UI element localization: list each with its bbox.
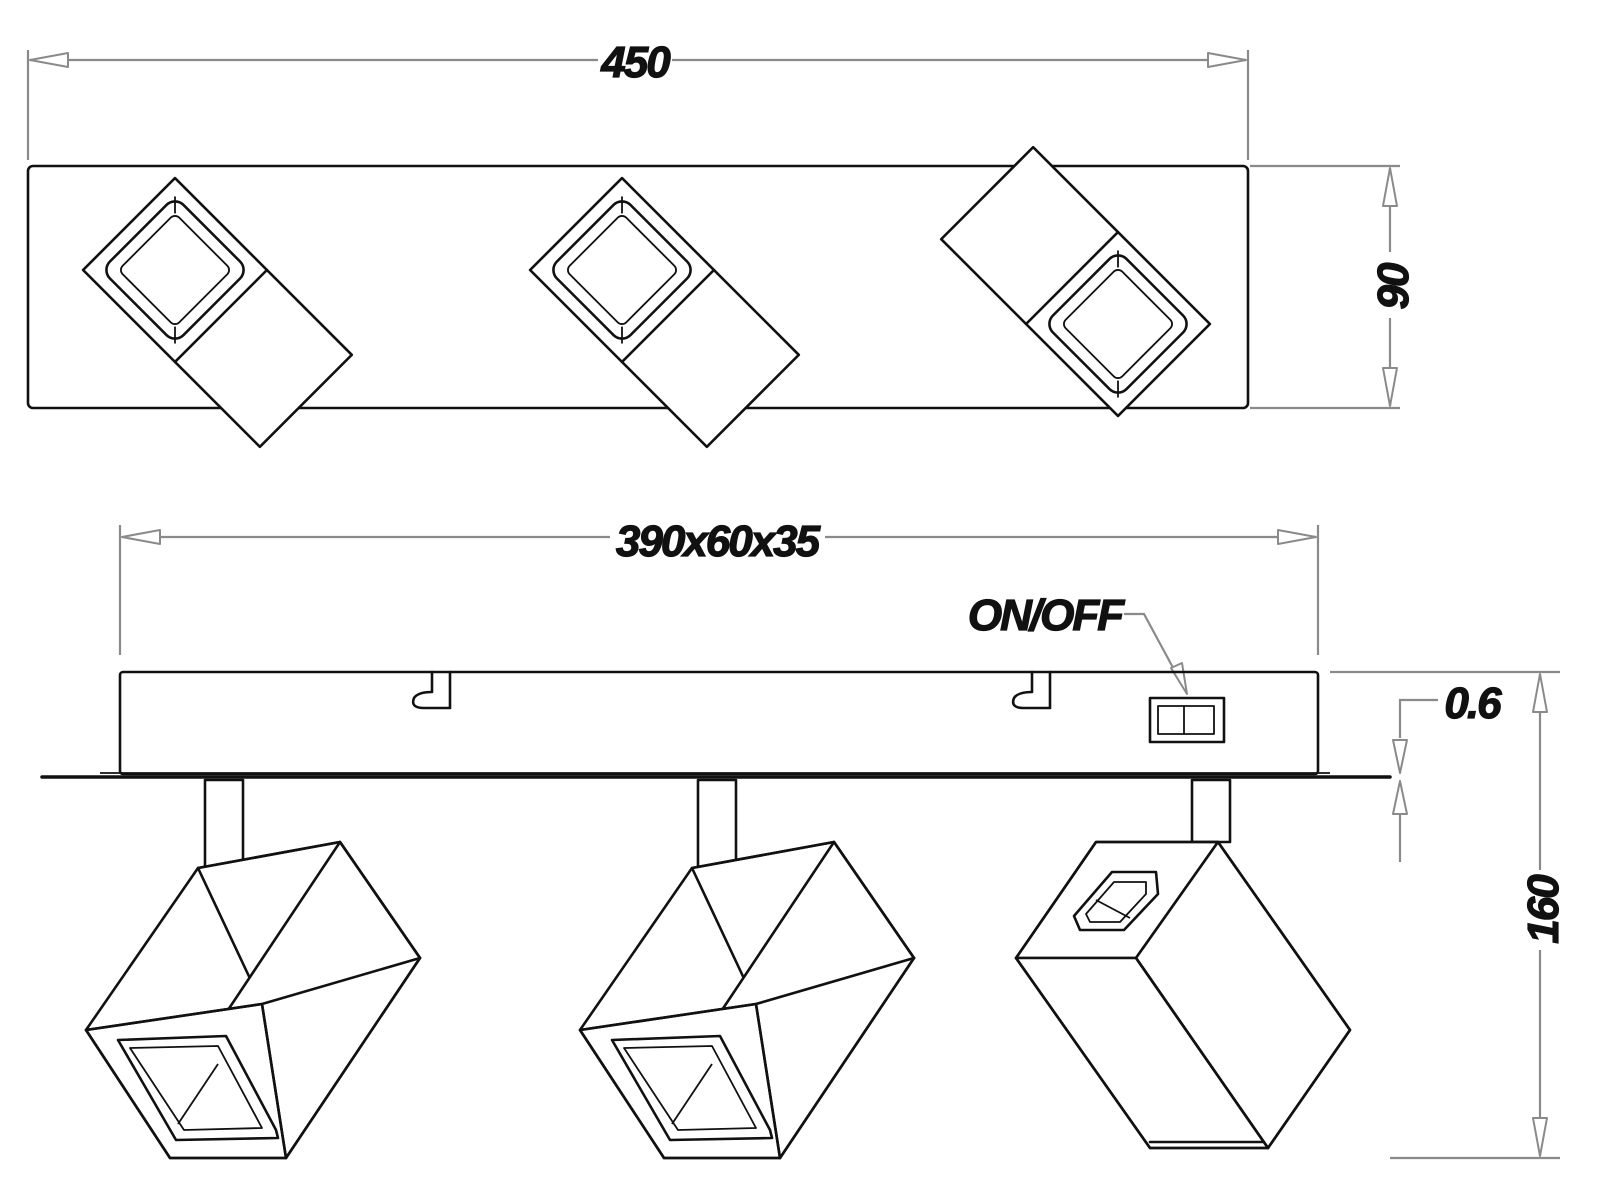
spot-top-1 bbox=[81, 176, 354, 449]
dimension-base-390x60x35: 390x60x35 bbox=[118, 516, 1320, 655]
dimension-width-450: 450 bbox=[26, 37, 1250, 160]
spot-front-2 bbox=[578, 778, 916, 1160]
top-view: 450 90 bbox=[26, 37, 1419, 449]
front-view: 390x60x35 ON/OFF 0.6 bbox=[40, 516, 1569, 1160]
plate-thickness-label: 0.6 bbox=[1444, 679, 1502, 728]
width-label: 450 bbox=[600, 38, 671, 87]
switch-label: ON/OFF bbox=[968, 591, 1125, 640]
backplate-top bbox=[26, 164, 1250, 410]
spot-top-3 bbox=[939, 145, 1212, 418]
base-housing bbox=[118, 670, 1320, 776]
on-off-switch bbox=[1148, 696, 1226, 744]
dimension-height-160: 160 bbox=[1330, 670, 1569, 1160]
spot-front-1 bbox=[84, 778, 422, 1160]
dimension-plate-0-6: 0.6 bbox=[1392, 678, 1505, 862]
height-label-front: 160 bbox=[1519, 874, 1568, 944]
mounting-hook-left bbox=[411, 670, 452, 710]
spot-top-2 bbox=[528, 176, 801, 449]
spot-front-3 bbox=[1014, 778, 1352, 1150]
mounting-hook-right bbox=[1011, 670, 1052, 710]
dimension-height-90: 90 bbox=[1250, 164, 1419, 410]
height-label-top: 90 bbox=[1369, 262, 1418, 309]
base-dims-label: 390x60x35 bbox=[616, 517, 821, 566]
switch-callout: ON/OFF bbox=[967, 590, 1188, 695]
mounting-plate bbox=[40, 772, 1392, 779]
